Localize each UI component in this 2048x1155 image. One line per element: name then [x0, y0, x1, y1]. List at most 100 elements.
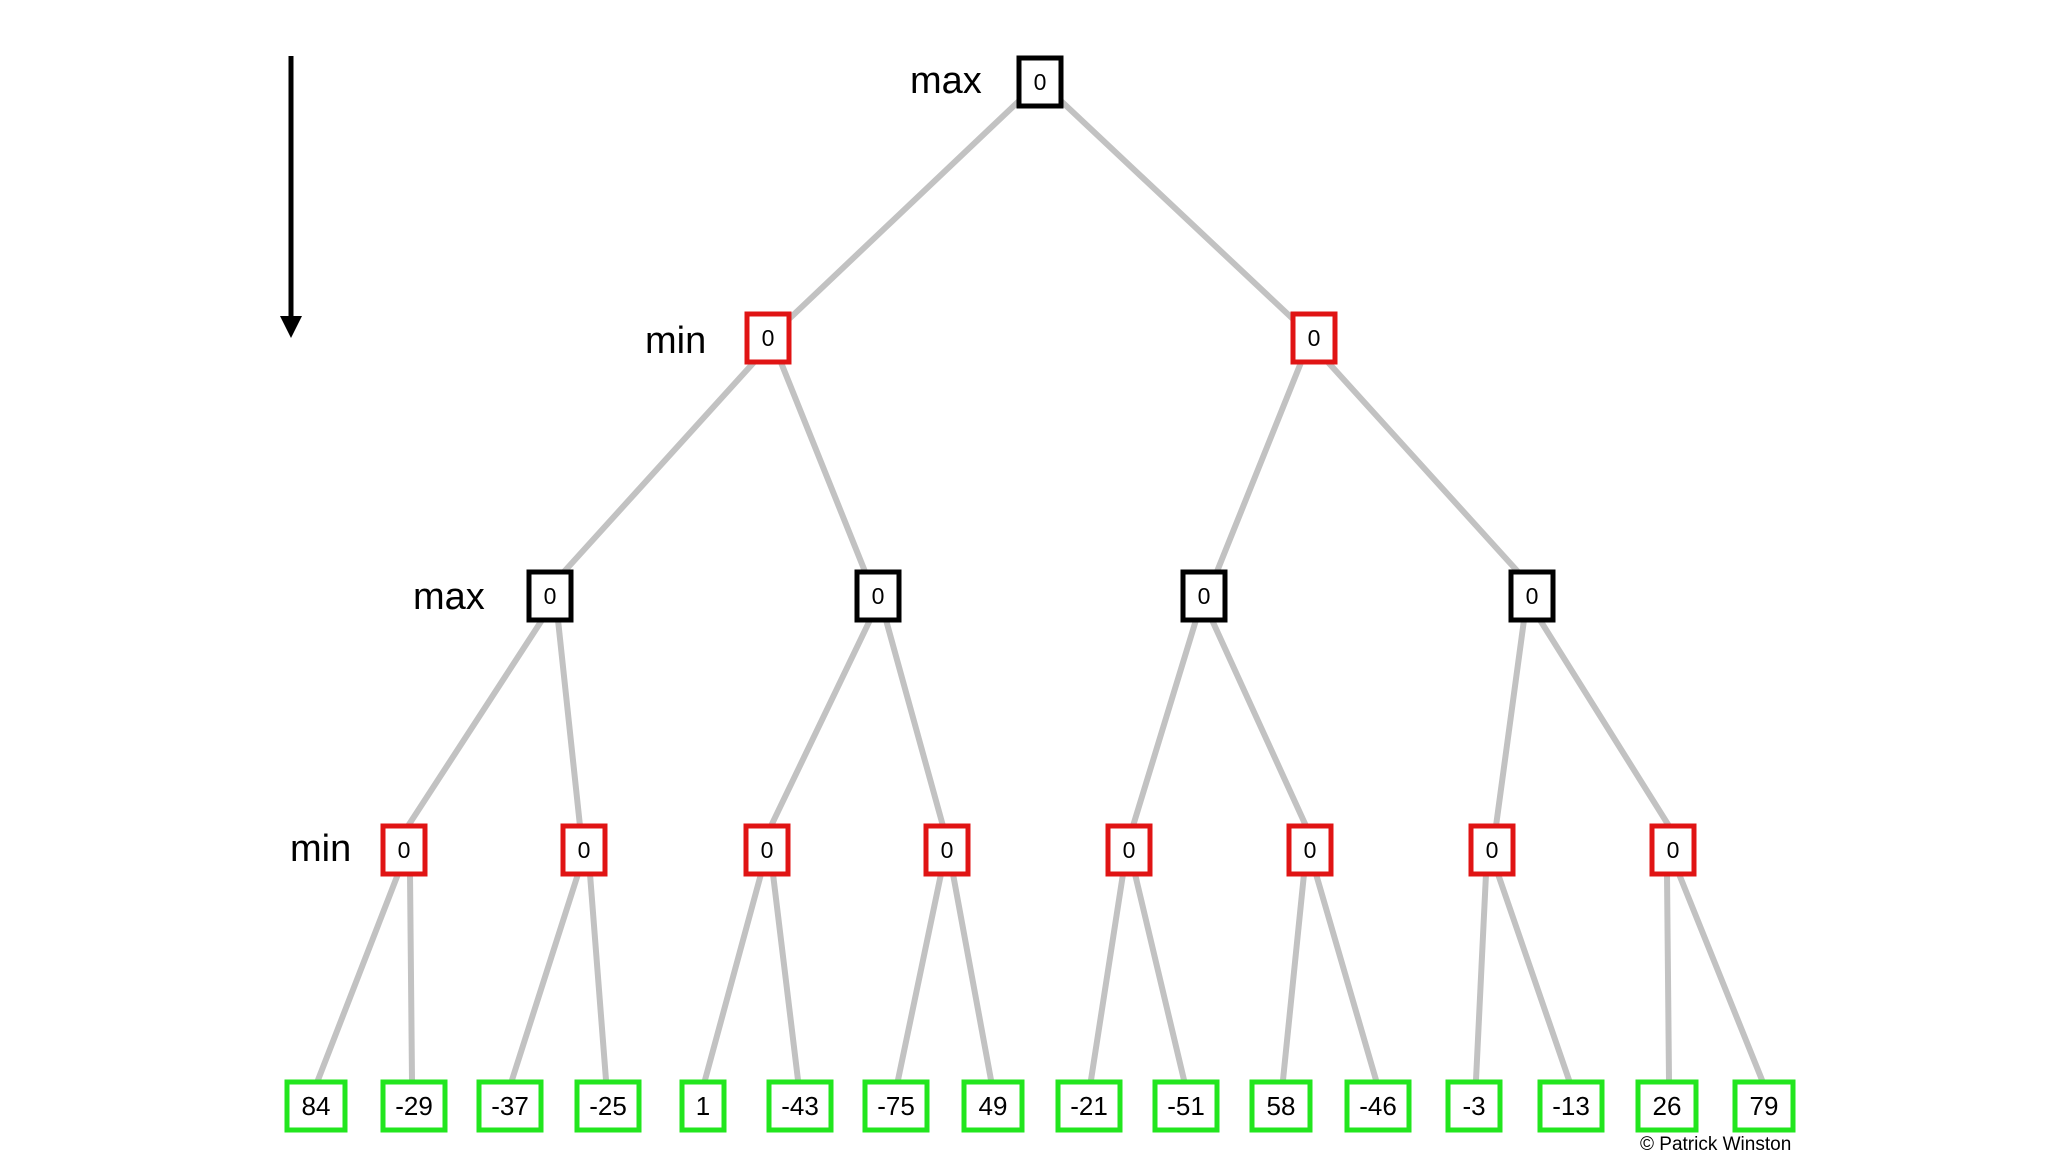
level-label-min-1: min — [645, 320, 707, 362]
min-node-l3-5-box — [1105, 823, 1153, 877]
min-node-l3-8-box — [1649, 823, 1697, 877]
min-node-l3-6-box — [1286, 823, 1334, 877]
leaf-node-14-value: -13 — [1552, 1091, 1590, 1121]
tree-edge — [1088, 871, 1126, 1083]
leaf-node-5-value: 1 — [696, 1091, 710, 1121]
max-node-root: 0 — [1016, 55, 1064, 109]
leaf-node-6: -43 — [766, 1079, 834, 1133]
tree-edge — [555, 617, 583, 829]
min-node-l3-4: 0 — [923, 823, 971, 877]
down-arrow-icon — [280, 56, 302, 338]
max-node-l2-1: 0 — [526, 569, 574, 623]
min-node-l1-1-value: 0 — [762, 325, 775, 351]
min-node-l3-4-box — [923, 823, 971, 877]
min-node-l1-2-value: 0 — [1308, 325, 1321, 351]
leaf-node-7: -75 — [862, 1079, 930, 1133]
min-node-l3-2: 0 — [560, 823, 608, 877]
leaf-node-4-value: -25 — [589, 1091, 627, 1121]
min-node-l3-5: 0 — [1105, 823, 1153, 877]
tree-edge — [770, 871, 801, 1083]
leaf-node-12-box — [1344, 1079, 1412, 1133]
leaf-node-16-value: 79 — [1750, 1091, 1779, 1121]
max-node-l2-3-box — [1180, 569, 1228, 623]
leaf-node-15-box — [1635, 1079, 1699, 1133]
min-node-l3-2-value: 0 — [578, 837, 591, 863]
tree-edge — [509, 871, 581, 1083]
tree-edge — [785, 97, 1023, 323]
leaf-node-3: -37 — [476, 1079, 544, 1133]
leaf-node-9: -21 — [1055, 1079, 1123, 1133]
max-node-l2-2-value: 0 — [872, 583, 885, 609]
min-node-l3-6-value: 0 — [1304, 837, 1317, 863]
leaf-node-6-value: -43 — [781, 1091, 819, 1121]
leaf-node-13-box — [1445, 1079, 1503, 1133]
min-node-l3-6: 0 — [1286, 823, 1334, 877]
leaf-node-5-box — [679, 1079, 727, 1133]
tree-edge — [1676, 871, 1765, 1083]
max-node-l2-2: 0 — [854, 569, 902, 623]
leaf-node-3-box — [476, 1079, 544, 1133]
leaf-node-12-value: -46 — [1359, 1091, 1397, 1121]
leaf-node-15: 26 — [1635, 1079, 1699, 1133]
min-node-l3-8-value: 0 — [1667, 837, 1680, 863]
leaf-node-13-value: -3 — [1462, 1091, 1485, 1121]
min-node-l3-5-value: 0 — [1123, 837, 1136, 863]
tree-edge — [405, 617, 545, 829]
leaf-node-16: 79 — [1732, 1079, 1796, 1133]
leaf-node-11-value: 58 — [1267, 1091, 1296, 1121]
max-node-l2-3-value: 0 — [1198, 583, 1211, 609]
leaf-node-12: -46 — [1344, 1079, 1412, 1133]
min-node-l3-3-value: 0 — [761, 837, 774, 863]
min-node-l1-1: 0 — [744, 311, 792, 365]
min-node-l3-7-value: 0 — [1486, 837, 1499, 863]
leaf-node-4: -25 — [574, 1079, 642, 1133]
leaf-node-1-value: 84 — [302, 1091, 331, 1121]
min-node-l3-1-value: 0 — [398, 837, 411, 863]
max-node-root-value: 0 — [1034, 69, 1047, 95]
level-label-max-root: max — [910, 60, 982, 102]
min-node-l3-3-box — [743, 823, 791, 877]
leaf-node-10-value: -51 — [1167, 1091, 1205, 1121]
min-node-l3-1: 0 — [380, 823, 428, 877]
min-node-l1-1-box — [744, 311, 792, 365]
min-node-l1-2: 0 — [1290, 311, 1338, 365]
copyright-credit: © Patrick Winston — [1640, 1134, 1792, 1155]
min-node-l3-7: 0 — [1468, 823, 1516, 877]
max-node-l2-4-value: 0 — [1526, 583, 1539, 609]
leaf-node-4-box — [574, 1079, 642, 1133]
min-node-l3-1-box — [380, 823, 428, 877]
tree-edge — [407, 871, 415, 1083]
tree-edge — [702, 871, 764, 1083]
min-node-l3-2-box — [560, 823, 608, 877]
leaf-node-16-box — [1732, 1079, 1796, 1133]
tree-edge — [777, 357, 869, 577]
leaf-node-11: 58 — [1249, 1079, 1313, 1133]
level-label-max-2: max — [413, 576, 485, 618]
tree-edge — [895, 871, 944, 1083]
max-node-l2-4: 0 — [1508, 569, 1556, 623]
leaf-node-9-box — [1055, 1079, 1123, 1133]
tree-edge — [1209, 617, 1309, 829]
leaf-node-2-value: -29 — [395, 1091, 433, 1121]
leaf-node-14-box — [1537, 1079, 1605, 1133]
max-node-l2-1-value: 0 — [544, 583, 557, 609]
tree-edge — [1664, 871, 1672, 1083]
max-node-l2-1-box — [526, 569, 574, 623]
max-node-l2-3: 0 — [1180, 569, 1228, 623]
leaf-node-3-value: -37 — [491, 1091, 529, 1121]
leaf-node-9-value: -21 — [1070, 1091, 1108, 1121]
tree-edge — [1132, 871, 1187, 1083]
max-node-l2-2-box — [854, 569, 902, 623]
min-node-l3-8: 0 — [1649, 823, 1697, 877]
tree-edge — [559, 357, 759, 577]
tree-edge — [587, 871, 609, 1083]
min-node-l3-4-value: 0 — [941, 837, 954, 863]
leaf-node-13: -3 — [1445, 1079, 1503, 1133]
tree-edges — [315, 97, 1765, 1083]
tree-edge — [1537, 617, 1672, 829]
leaf-node-11-box — [1249, 1079, 1313, 1133]
leaf-node-2: -29 — [380, 1079, 448, 1133]
tree-edge — [768, 617, 873, 829]
leaf-node-15-value: 26 — [1653, 1091, 1682, 1121]
